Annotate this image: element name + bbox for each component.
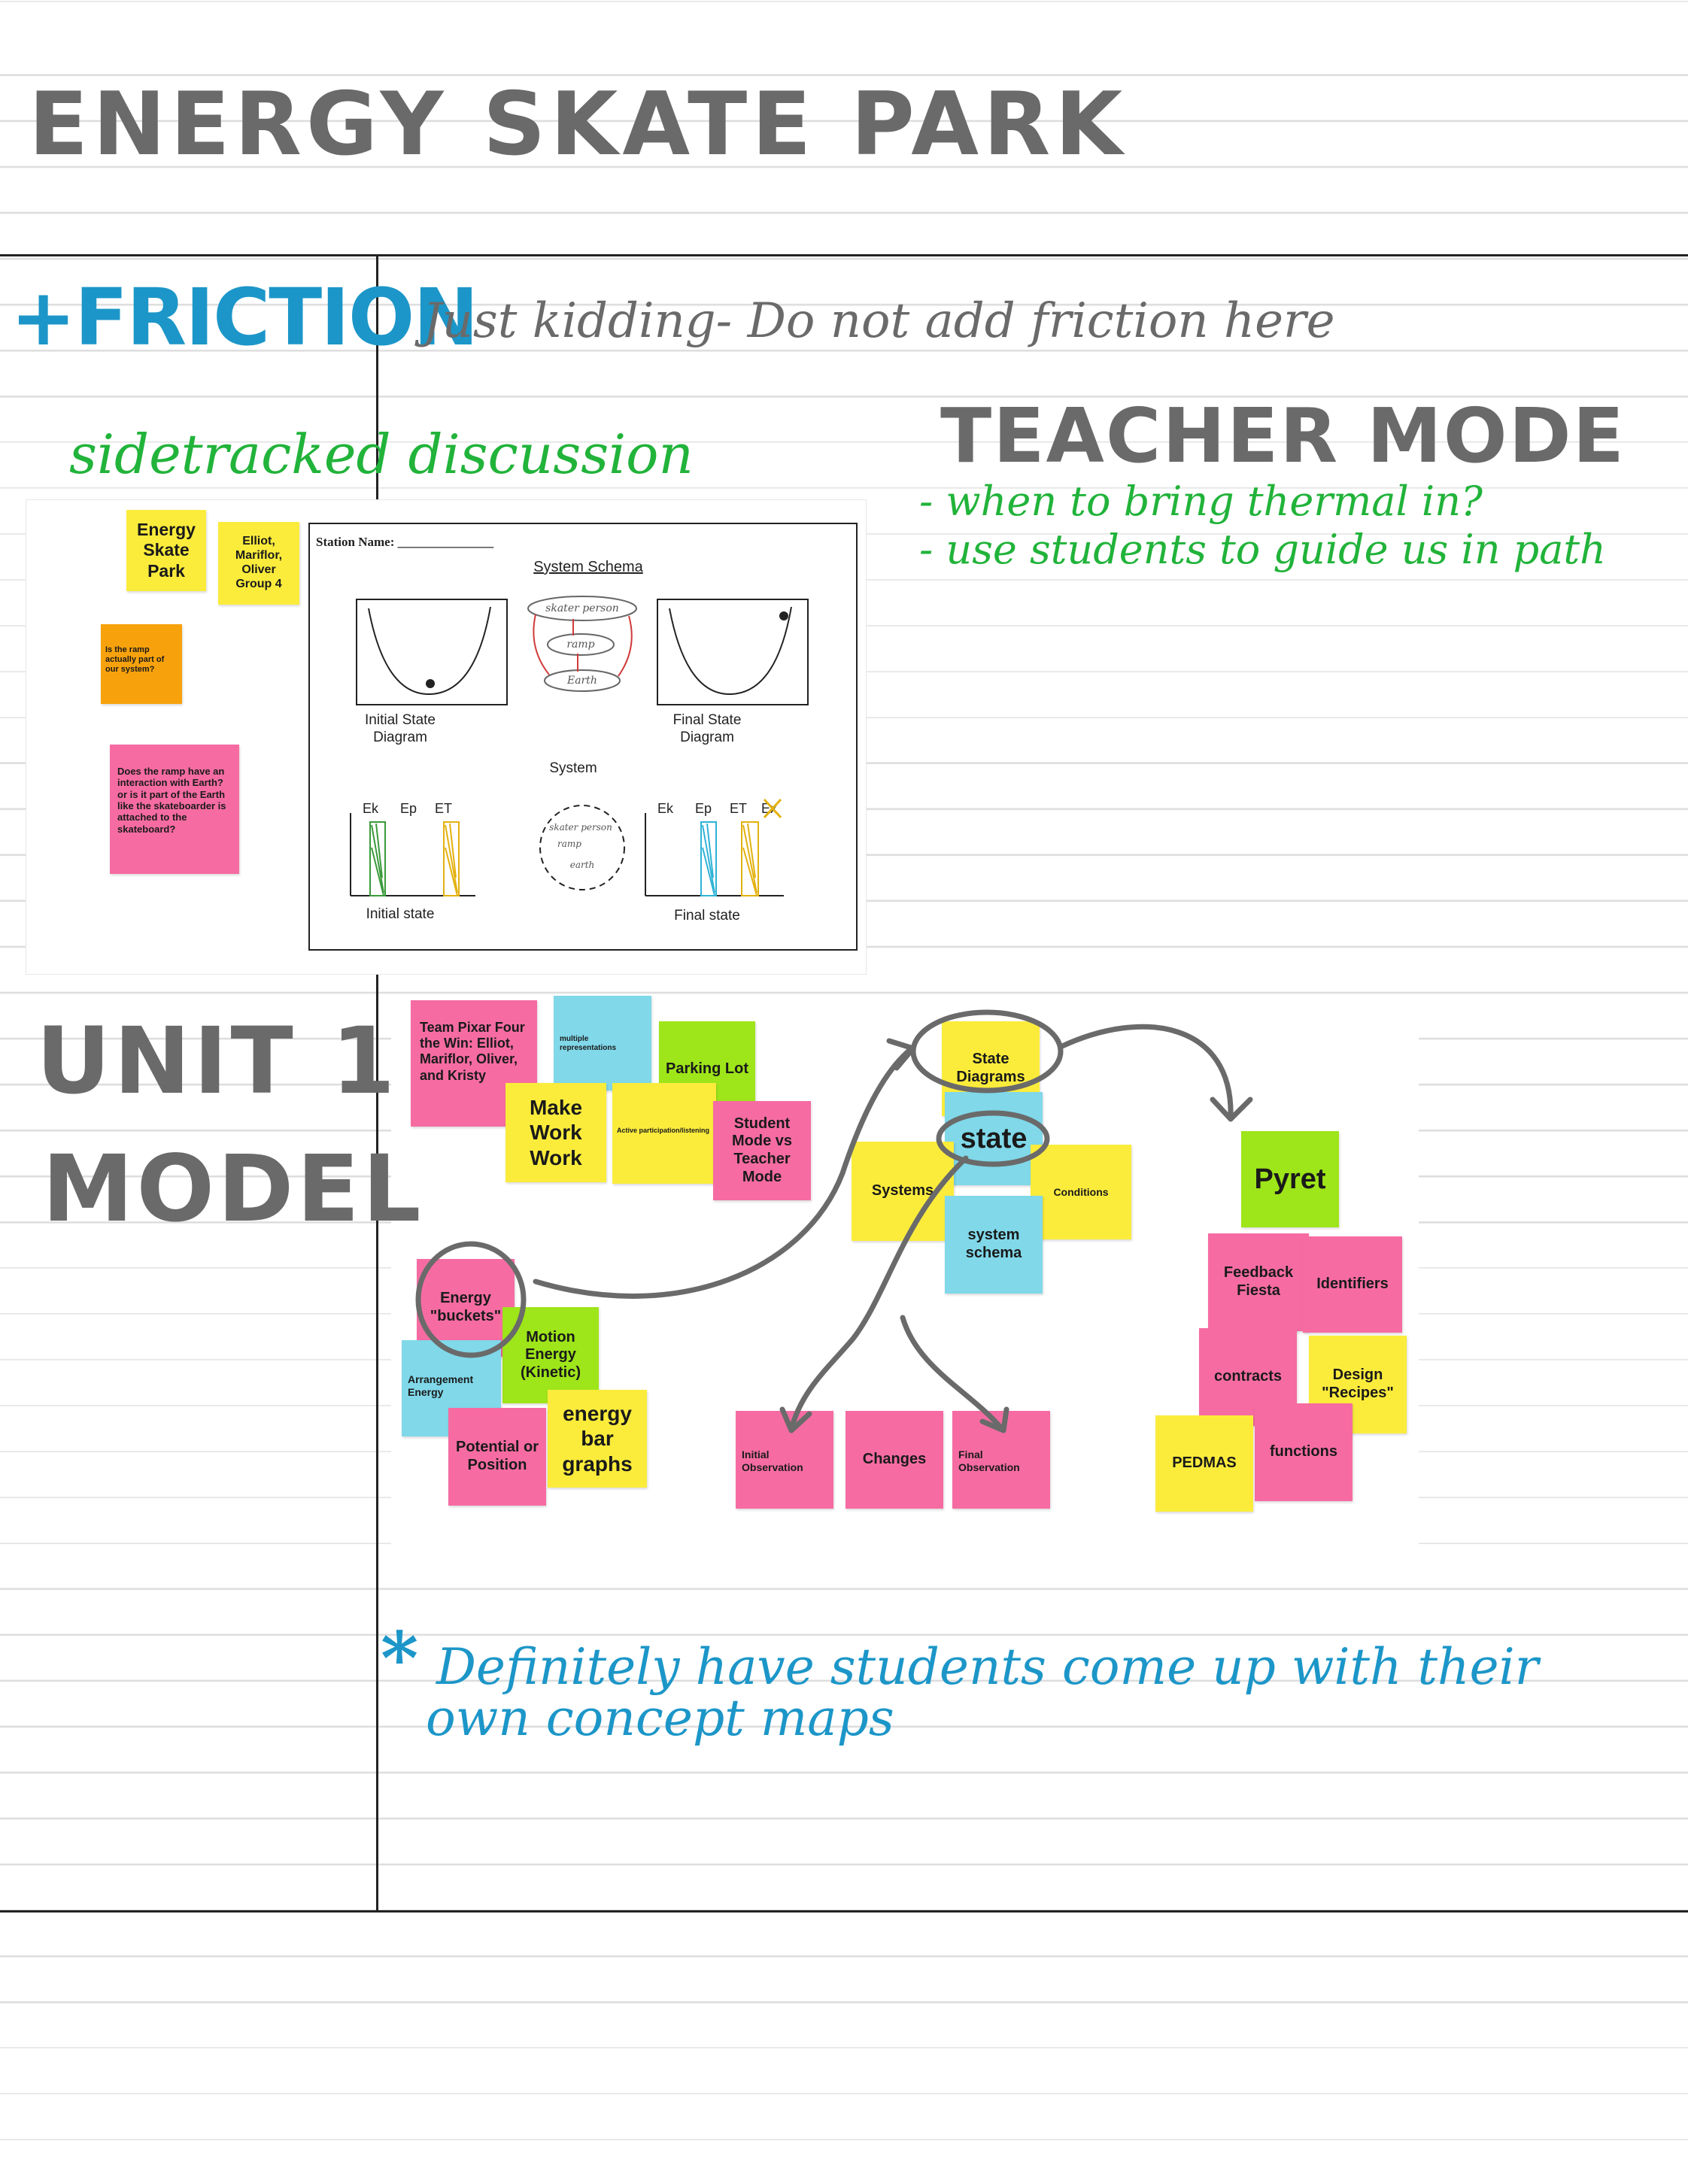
sticky-multiple-representations: multiple representations — [554, 996, 651, 1090]
worksheet-schema-item-3: Earth — [567, 675, 597, 687]
top-section-divider — [0, 254, 1688, 256]
sticky-conditions: Conditions — [1031, 1145, 1131, 1239]
initial-bar-ek-hatch — [371, 823, 384, 896]
initial-state-box — [356, 599, 508, 705]
worksheet-initial-state: Initial state — [366, 906, 435, 922]
final-state-curve — [669, 606, 792, 696]
sticky-identifiers: Identifiers — [1303, 1236, 1402, 1333]
worksheet-system-label: System — [549, 760, 597, 776]
sticky-motion-energy: Motion Energy (Kinetic) — [502, 1307, 599, 1403]
footnote-line-1: Definitely have students come up with th… — [436, 1638, 1539, 1696]
sticky-pedmas: PEDMAS — [1155, 1415, 1253, 1512]
final-bar-et — [741, 821, 759, 896]
footnote-line-2: own concept maps — [426, 1689, 894, 1747]
sticky-final-observation: Final Observation — [952, 1411, 1050, 1509]
schema-links — [533, 614, 633, 677]
sticky-state: state — [945, 1092, 1043, 1185]
sticky-pyret: Pyret — [1241, 1131, 1339, 1227]
worksheet-bar-label-et-2: ET — [730, 801, 748, 816]
worksheet-bar-label-ex: Ex — [761, 801, 778, 816]
final-state-ball — [779, 611, 788, 620]
sticky-initial-observation: Initial Observation — [736, 1411, 833, 1509]
final-state-box — [657, 599, 809, 705]
sticky-changes: Changes — [846, 1411, 943, 1509]
worksheet-bar-label-ek-2: Ek — [657, 801, 674, 816]
worksheet-schema-item-2: ramp — [566, 639, 595, 651]
unit-heading: UNIT 1 — [36, 1008, 399, 1115]
sticky-system-schema: system schema — [945, 1196, 1043, 1294]
sticky-energy-bar-graphs: energy bar graphs — [548, 1390, 647, 1488]
sidetracked-label: sidetracked discussion — [69, 423, 694, 486]
worksheet-bar-label-ek-1: Ek — [363, 801, 379, 816]
sticky-systems: Systems — [852, 1142, 954, 1241]
worksheet-bar-label-et-1: ET — [435, 801, 453, 816]
worksheet-final-state: Final state — [674, 908, 740, 924]
sticky-feedback-fiesta: Feedback Fiesta — [1208, 1233, 1309, 1331]
initial-bar-et-hatch — [445, 823, 458, 896]
initial-bar-ek — [369, 821, 386, 896]
worksheet-image: Station Name: _______________ System Sch… — [308, 523, 858, 951]
worksheet-system-item-2: ramp — [557, 839, 581, 849]
margin-line — [376, 254, 378, 1912]
schema-oval-2 — [547, 633, 615, 656]
worksheet-schema-title: System Schema — [533, 559, 643, 575]
final-bar-ep-hatch — [702, 823, 715, 896]
sticky-earth-interaction-question: Does the ramp have an interaction with E… — [110, 745, 239, 874]
initial-state-curve — [368, 606, 491, 696]
sticky-active-participation: Active participation/listening — [612, 1083, 716, 1184]
worksheet-final-state-diagram: Final State Diagram — [672, 712, 742, 745]
worksheet-system-item-1: skater person — [549, 822, 612, 833]
worksheet-initial-state-diagram: Initial State Diagram — [365, 712, 436, 745]
ex-crossout — [763, 798, 782, 819]
footnote-star: * — [381, 1616, 419, 1701]
sticky-energy-skate-park: Energy Skate Park — [126, 510, 206, 591]
initial-bar-et — [443, 821, 460, 896]
teacher-mode-bullet-1: - when to bring thermal in? — [919, 478, 1483, 525]
final-bar-ep — [700, 821, 717, 896]
final-bar-et-hatch — [742, 823, 757, 896]
schema-oval-3 — [544, 669, 621, 692]
initial-state-ball — [426, 679, 435, 688]
worksheet-bar-label-ep-2: Ep — [695, 801, 712, 816]
teacher-mode-heading: TEACHER MODE — [940, 392, 1626, 480]
teacher-mode-bullet-2: - use students to guide us in path — [919, 526, 1606, 573]
worksheet-drawings — [350, 596, 809, 896]
sticky-group-4: Elliot, Mariflor, Oliver Group 4 — [218, 522, 299, 605]
friction-heading: +FRICTION — [11, 271, 478, 363]
sticky-ramp-question: Is the ramp actually part of our system? — [101, 624, 182, 704]
system-circle — [539, 805, 625, 890]
worksheet-system-item-3: earth — [569, 860, 595, 870]
worksheet-bar-label-ep-1: Ep — [400, 801, 417, 816]
model-heading: MODEL — [42, 1136, 424, 1242]
sticky-student-mode: Student Mode vs Teacher Mode — [713, 1101, 811, 1200]
bottom-section-divider — [0, 1910, 1688, 1913]
worksheet-station-name: Station Name: _______________ — [316, 535, 494, 549]
friction-note: Just kidding- Do not add friction here — [423, 293, 1335, 349]
worksheet-schema-item-1: skater person — [545, 602, 619, 614]
sticky-functions: functions — [1255, 1403, 1353, 1501]
sticky-make-work-work: Make Work Work — [505, 1083, 606, 1182]
page-title: ENERGY SKATE PARK — [29, 74, 1128, 175]
schema-oval-1 — [527, 596, 637, 621]
sticky-potential-position: Potential or Position — [448, 1408, 546, 1506]
